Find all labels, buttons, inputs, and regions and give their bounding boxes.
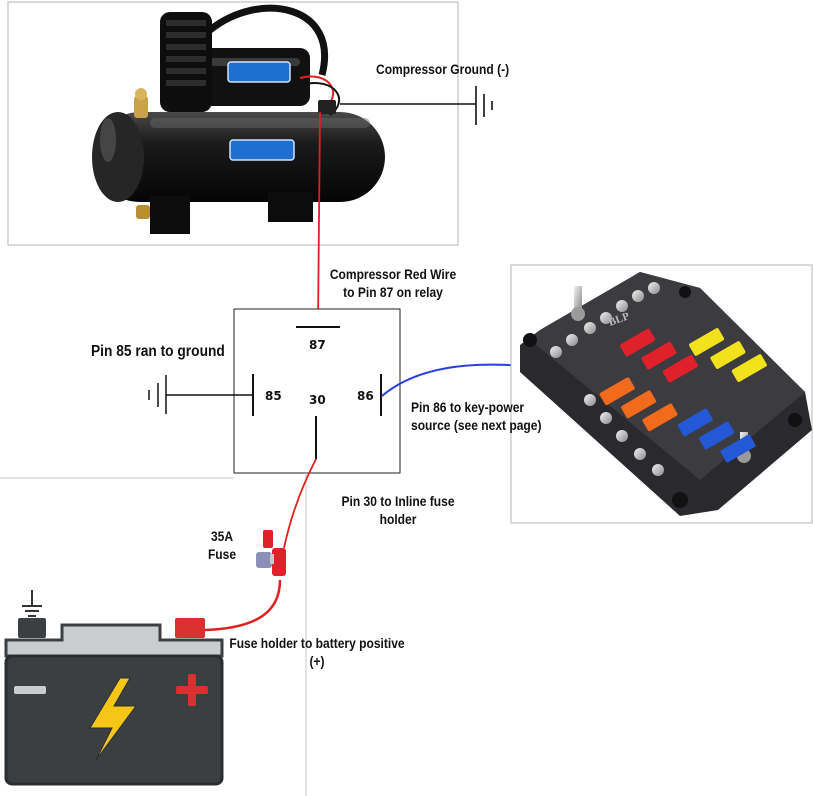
fuse-orange-1 — [599, 377, 635, 406]
pin86-label-line1: Pin 86 to key-power — [411, 399, 525, 415]
battery — [4, 590, 224, 786]
relay-pin-87-label: 87 — [309, 338, 326, 352]
fuse-label-line1: 35A — [210, 528, 234, 544]
battery-positive-label: Fuse holder to battery positive (+) — [215, 634, 420, 670]
pin30-label-line2: holder — [379, 511, 417, 527]
fuse-label: 35A Fuse — [200, 527, 245, 563]
relay-pin-85-label: 85 — [265, 389, 282, 403]
relay-pin-86-label: 86 — [357, 389, 374, 403]
battery-minus-sign — [14, 686, 46, 694]
compressor-red-wire-label: Compressor Red Wire to Pin 87 on relay — [313, 265, 473, 301]
battery-positive-label-line1: Fuse holder to battery positive — [229, 635, 405, 651]
fuse-label-line2: Fuse — [207, 546, 237, 562]
red-wire-compressor — [317, 111, 321, 326]
compressor-ground-wire — [340, 86, 493, 125]
pin30-label: Pin 30 to Inline fuse holder — [329, 492, 467, 528]
pin85-ground-label: Pin 85 ran to ground — [91, 343, 225, 360]
lightning-bolt-icon — [89, 677, 137, 761]
compressor-ground-label: Compressor Ground (-) — [376, 61, 510, 77]
battery-positive-label-line2: (+) — [309, 653, 325, 669]
inline-fuse-holder — [256, 530, 286, 576]
battery-terminal-negative — [18, 618, 46, 638]
compressor-red-wire-label-line2: to Pin 87 on relay — [343, 284, 443, 300]
fuse-yellow-2 — [710, 341, 746, 369]
tank-foot-right — [268, 192, 313, 222]
fuse-red-3 — [662, 354, 698, 383]
pin86-label-line2: source (see next page) — [411, 417, 542, 433]
relay-pin-30-label: 30 — [309, 393, 326, 407]
red-wire-fuse-to-battery — [204, 579, 282, 632]
relay — [233, 308, 401, 474]
fuse-blue-3 — [720, 434, 756, 463]
pin86-label: Pin 86 to key-power source (see next pag… — [411, 398, 541, 434]
fuse-block-image: BLP — [510, 264, 813, 524]
brand-sticker-tank — [229, 139, 295, 161]
tank-foot-left — [150, 196, 190, 234]
battery-terminal-positive — [175, 618, 205, 638]
fuse-blue-2 — [699, 421, 735, 450]
pin30-label-line1: Pin 30 to Inline fuse — [341, 493, 455, 509]
fuse-yellow-1 — [689, 328, 725, 356]
red-wire-pin30-to-fuse — [283, 458, 317, 549]
battery-plus-sign-v — [188, 674, 196, 706]
fuse-orange-2 — [621, 390, 657, 419]
brand-sticker — [227, 61, 291, 83]
fuse-yellow-3 — [731, 354, 767, 382]
fuse-orange-3 — [642, 403, 678, 432]
pin85-ground — [148, 375, 253, 414]
fuse-blue-1 — [677, 408, 713, 437]
compressor-image — [7, 1, 459, 246]
compressor-red-wire-label-line1: Compressor Red Wire — [329, 266, 457, 282]
fuse-red-2 — [641, 341, 677, 370]
fuse-red-1 — [620, 328, 656, 357]
